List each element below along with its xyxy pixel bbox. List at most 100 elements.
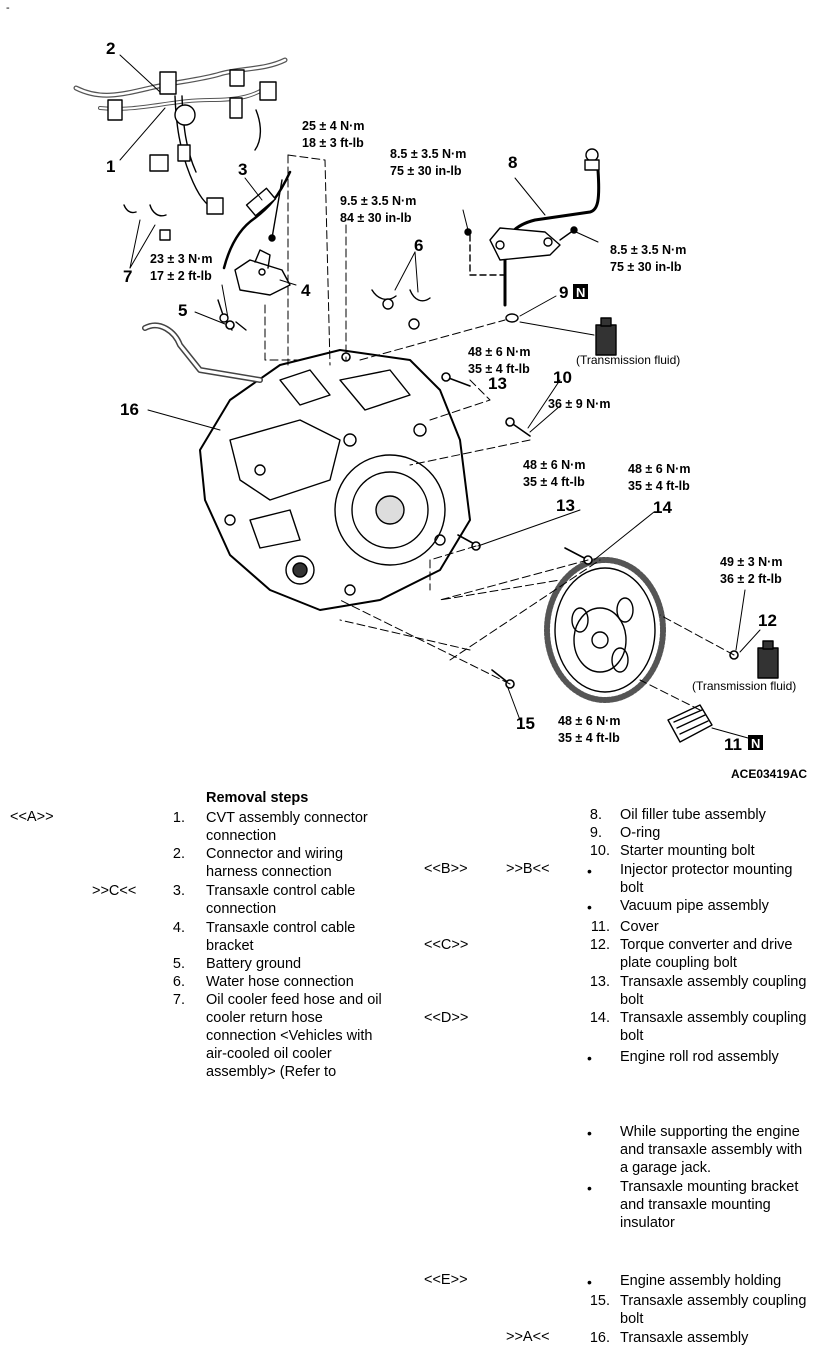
n-mark-box-11 (748, 735, 763, 750)
bullet-4-line2: and transaxle assembly with (620, 1142, 803, 1158)
bullet-5: • (587, 1180, 592, 1196)
torque-10-nm: 36 ± 9 N·m (548, 397, 610, 411)
code-a-removal: <<A>> (10, 809, 54, 825)
transaxle-body-drawing (142, 322, 471, 611)
torque-8b-in: 75 ± 30 in-lb (610, 260, 682, 274)
step-num-2: 2. (172, 846, 185, 862)
step-1-line1: CVT assembly connector (206, 810, 368, 826)
bullet-1-line2: bolt (620, 880, 644, 896)
torque-13b-nm: 48 ± 6 N·m (523, 458, 585, 472)
callout-9: 9 (559, 283, 568, 302)
callout-16: 16 (120, 400, 139, 419)
callout-7: 7 (123, 267, 132, 286)
torque-14-ft: 35 ± 4 ft-lb (628, 479, 690, 493)
callout-5: 5 (178, 301, 187, 320)
corner-mark: - (6, 2, 10, 14)
step-num-7: 7. (172, 992, 185, 1008)
step-3-line2: connection (206, 901, 277, 917)
step-num-15: 15. (589, 1293, 610, 1309)
step-12-line2: plate coupling bolt (620, 955, 737, 971)
torque-3-ft: 18 ± 3 ft-lb (302, 136, 364, 150)
torque-12-nm: 49 ± 3 N·m (720, 555, 782, 569)
o-ring-drawing (505, 313, 519, 323)
step-num-1: 1. (172, 810, 185, 826)
callout-leaders (119, 54, 761, 739)
step-14-line1: Transaxle assembly coupling (620, 1010, 807, 1026)
step-9: O-ring (620, 825, 661, 841)
step-7-line4: air-cooled oil cooler (206, 1046, 332, 1062)
step-11: Cover (620, 919, 659, 935)
callout-6: 6 (414, 236, 423, 255)
n-mark-9: N (576, 285, 585, 300)
step-num-13: 13. (589, 974, 610, 990)
step-6-line1: Water hose connection (206, 974, 354, 990)
torque-9-nm: 9.5 ± 3.5 N·m (340, 194, 416, 208)
step-2-line2: harness connection (206, 864, 332, 880)
step-num-8: 8. (589, 807, 602, 823)
step-num-6: 6. (172, 974, 185, 990)
step-num-3: 3. (172, 883, 185, 899)
step-12-line1: Torque converter and drive (620, 937, 793, 953)
fluid-bottle-2-drawing (757, 640, 779, 679)
torque-13a-nm: 48 ± 6 N·m (468, 345, 530, 359)
code-a-install: >>A<< (506, 1329, 550, 1345)
step-13-line1: Transaxle assembly coupling (620, 974, 807, 990)
water-hose-clamps-drawing (371, 289, 431, 330)
bullet-2: • (587, 899, 592, 915)
step-8: Oil filler tube assembly (620, 807, 766, 823)
bullet-6-line1: Engine assembly holding (620, 1273, 782, 1289)
callout-2: 2 (106, 39, 115, 58)
n-mark-11: N (751, 736, 760, 751)
callout-15: 15 (516, 714, 535, 733)
step-14-line2: bolt (620, 1028, 644, 1044)
callout-8: 8 (508, 153, 517, 172)
step-num-12: 12. (589, 937, 610, 953)
torque-13b-ft: 35 ± 4 ft-lb (523, 475, 585, 489)
torque-5-nm: 23 ± 3 N·m (150, 252, 212, 266)
torque-3-nm: 25 ± 4 N·m (302, 119, 364, 133)
bullet-1: • (587, 863, 592, 879)
code-d-removal: <<D>> (424, 1010, 469, 1026)
step-num-14: 14. (589, 1010, 610, 1026)
bullet-4: • (587, 1125, 592, 1141)
n-mark-box-9 (573, 284, 588, 299)
bullet-4-line1: While supporting the engine (620, 1124, 800, 1140)
bullet-3: • (587, 1050, 592, 1066)
bullet-6: • (587, 1274, 592, 1290)
callout-3: 3 (238, 160, 247, 179)
bullet-4-line3: a garage jack. (620, 1160, 712, 1176)
step-13-line2: bolt (620, 992, 644, 1008)
callout-13b: 13 (556, 496, 575, 515)
callout-4: 4 (301, 281, 311, 300)
callout-10: 10 (553, 368, 572, 387)
step-num-5: 5. (172, 956, 185, 972)
bullet-1-line1: Injector protector mounting (620, 862, 793, 878)
bullet-3-line1: Engine roll rod assembly (620, 1049, 779, 1065)
fluid-note-2: (Transmission fluid) (692, 679, 796, 693)
code-b-install: >>B<< (506, 861, 550, 877)
torque-8b-nm: 8.5 ± 3.5 N·m (610, 243, 686, 257)
step-4-line1: Transaxle control cable (206, 920, 356, 936)
step-4-line2: bracket (206, 938, 254, 954)
torque-9-in: 84 ± 30 in-lb (340, 211, 412, 225)
callout-14: 14 (653, 498, 672, 517)
callout-11: 11 (724, 735, 742, 754)
oil-filler-tube-drawing (464, 148, 601, 307)
cover-drawing (667, 704, 713, 743)
step-2-line1: Connector and wiring (206, 846, 344, 862)
torque-8a-in: 75 ± 30 in-lb (390, 164, 462, 178)
step-7-line3: connection <Vehicles with (206, 1028, 373, 1044)
fluid-note-1: (Transmission fluid) (576, 353, 680, 367)
exploded-diagram: 2 1 3 7 4 5 6 8 9 16 13 10 13 14 12 15 1… (73, 39, 807, 780)
torque-15-nm: 48 ± 6 N·m (558, 714, 620, 728)
torque-13a-ft: 35 ± 4 ft-lb (468, 362, 530, 376)
step-15-line1: Transaxle assembly coupling (620, 1293, 807, 1309)
fluid-bottle-1-drawing (595, 317, 617, 356)
code-e-removal: <<E>> (424, 1272, 468, 1288)
step-num-10: 10. (589, 843, 610, 859)
torque-15-ft: 35 ± 4 ft-lb (558, 731, 620, 745)
figure-id: ACE03419AC (731, 767, 807, 780)
callout-13a: 13 (488, 374, 507, 393)
cable-bracket-drawing (234, 249, 291, 296)
torque-5-ft: 17 ± 2 ft-lb (150, 269, 212, 283)
